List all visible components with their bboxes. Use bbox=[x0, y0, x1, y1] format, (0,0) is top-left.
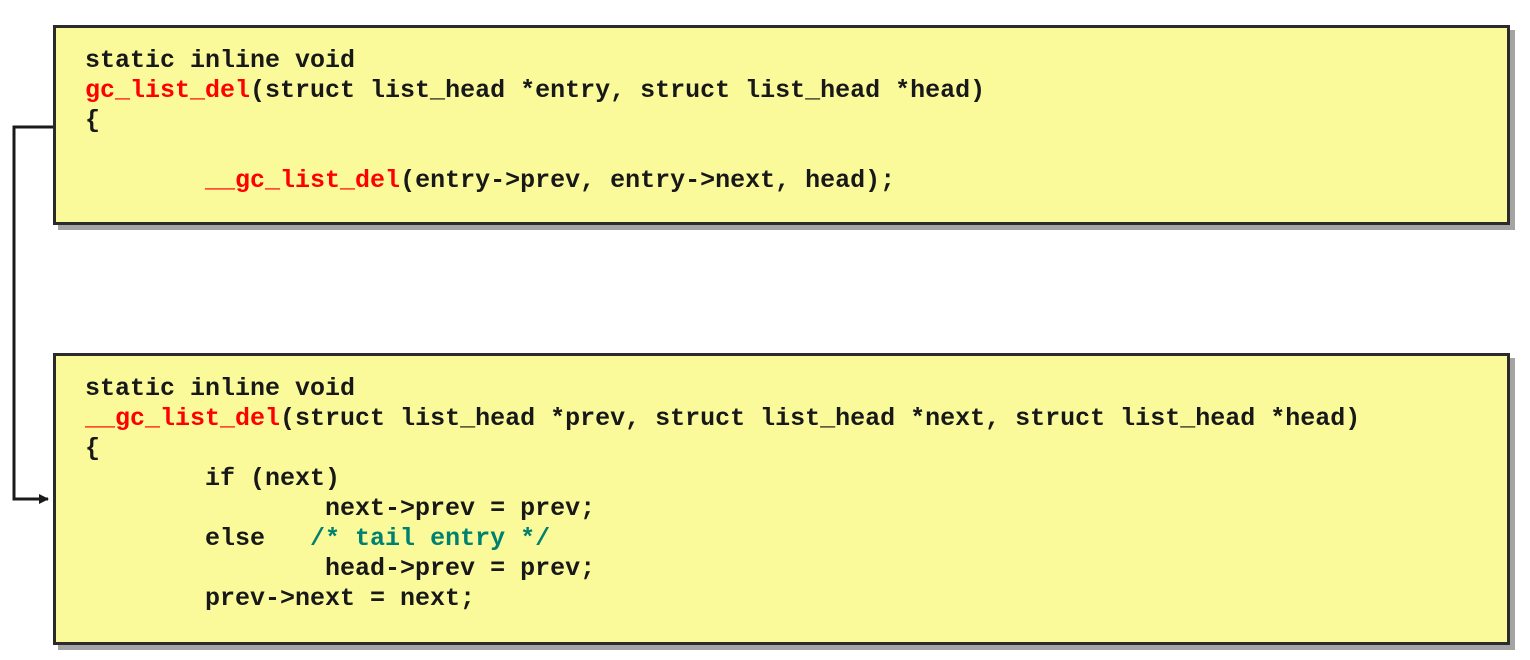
code-token-plain: { bbox=[85, 434, 101, 463]
code-token-plain bbox=[85, 166, 205, 195]
code-line: next->prev = prev; bbox=[85, 494, 1507, 524]
code-token-plain: } bbox=[85, 644, 100, 645]
code-token-plain: if (next) bbox=[85, 464, 341, 493]
code-line: gc_list_del(struct list_head *entry, str… bbox=[85, 76, 1507, 106]
code-token-fn: __gc_list_del bbox=[85, 404, 281, 433]
code-block-callee: static inline void__gc_list_del(struct l… bbox=[85, 374, 1507, 645]
code-line: prev->next = next; bbox=[85, 584, 1507, 614]
code-line: else /* tail entry */ bbox=[85, 524, 1507, 554]
code-line bbox=[85, 614, 1507, 642]
code-line: __gc_list_del(entry->prev, entry->next, … bbox=[85, 166, 1507, 196]
code-line bbox=[85, 196, 1507, 222]
call-arrow-path bbox=[12, 125, 53, 504]
code-token-plain: next->prev = prev; bbox=[85, 494, 596, 523]
code-line bbox=[85, 136, 1507, 166]
code-token-comment: /* tail entry */ bbox=[310, 524, 551, 553]
code-line: static inline void bbox=[85, 46, 1507, 76]
code-token-plain: (struct list_head *prev, struct list_hea… bbox=[280, 404, 1361, 433]
code-line: if (next) bbox=[85, 464, 1507, 494]
code-token-plain: (entry->prev, entry->next, head); bbox=[400, 166, 896, 195]
code-line: static inline void bbox=[85, 374, 1507, 404]
code-token-plain: static inline void bbox=[85, 46, 356, 75]
code-token-plain: (struct list_head *entry, struct list_he… bbox=[250, 76, 986, 105]
code-token-plain: prev->next = next; bbox=[85, 584, 476, 613]
code-token-plain: static inline void bbox=[85, 374, 356, 403]
code-token-plain: { bbox=[85, 106, 101, 135]
code-token-fn: gc_list_del bbox=[85, 76, 251, 105]
code-line: __gc_list_del(struct list_head *prev, st… bbox=[85, 404, 1507, 434]
code-box-callee: static inline void__gc_list_del(struct l… bbox=[53, 353, 1510, 645]
code-line: { bbox=[85, 434, 1507, 464]
code-line: head->prev = prev; bbox=[85, 554, 1507, 584]
code-token-plain: else bbox=[85, 524, 311, 553]
code-token-plain: head->prev = prev; bbox=[85, 554, 596, 583]
code-line: { bbox=[85, 106, 1507, 136]
code-line: } bbox=[85, 644, 1507, 645]
code-token-fn: __gc_list_del bbox=[205, 166, 401, 195]
